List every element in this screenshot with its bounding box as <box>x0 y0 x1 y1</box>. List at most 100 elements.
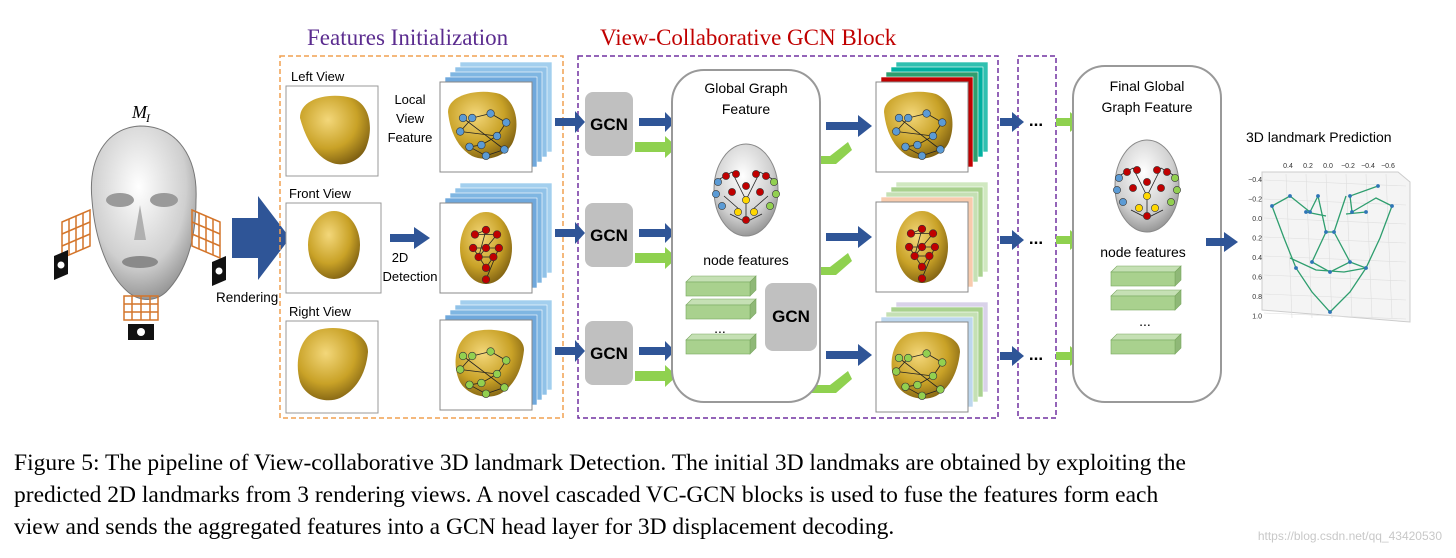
feature-stack-front <box>439 182 553 294</box>
caption-line-3: view and sends the aggregated features i… <box>14 514 895 540</box>
rendering-arrow: Rendering <box>216 196 290 305</box>
output-stack-left <box>875 61 989 173</box>
axis-left-tick: 1.0 <box>1252 314 1262 321</box>
gcn-box-inner: GCN <box>765 283 817 351</box>
plot-landmark-point <box>1328 270 1332 274</box>
section-title-features-init: Features Initialization <box>307 25 509 50</box>
plot-landmark-point <box>1270 204 1274 208</box>
plot-landmark-point <box>1348 194 1352 198</box>
prediction-arrow <box>1206 232 1238 252</box>
axis-left-tick: 0.6 <box>1252 275 1262 282</box>
svg-text:Final Global: Final Global <box>1110 78 1185 94</box>
axis-left-tick: 0.4 <box>1252 255 1262 262</box>
svg-text:Graph Feature: Graph Feature <box>1101 99 1192 115</box>
svg-text:GCN: GCN <box>772 307 810 326</box>
initial-feature-stacks <box>439 61 553 411</box>
plot-landmark-point <box>1324 230 1328 234</box>
rendered-face-right-view <box>285 320 379 414</box>
cascade-ellipsis-3: ... <box>1000 345 1082 366</box>
feature-stack-left <box>439 61 553 173</box>
svg-text:...: ... <box>1029 111 1043 130</box>
axis-left-tick: 0.0 <box>1252 216 1262 223</box>
final-node-feature-slabs <box>1110 265 1182 355</box>
svg-text:Feature: Feature <box>388 130 433 145</box>
svg-text:2D: 2D <box>392 250 409 265</box>
global-graph-face <box>712 143 780 237</box>
cascade-ellipses: ......... <box>1000 111 1082 366</box>
model-label-subscript: I <box>145 111 151 125</box>
plot-landmark-point <box>1310 260 1314 264</box>
caption-line-1: Figure 5: The pipeline of View-collabora… <box>14 450 1186 476</box>
plot-landmark-point <box>1364 210 1368 214</box>
gcn-column: GCN GCN GCN <box>555 92 872 393</box>
plot-landmark-point <box>1376 184 1380 188</box>
detection-2d-arrow <box>390 227 430 249</box>
section-title-vc-gcn: View-Collaborative GCN Block <box>600 25 897 50</box>
axis-left-tick: −0.4 <box>1248 177 1262 184</box>
model-label: M <box>131 102 148 122</box>
axis-left-tick: 0.8 <box>1252 294 1262 301</box>
rendered-face-left-view <box>285 85 379 177</box>
plot-landmark-point <box>1364 266 1368 270</box>
feature-stack-right <box>439 299 553 411</box>
vc-gcn-block-box <box>577 55 999 419</box>
rendered-face-front-view <box>285 202 382 294</box>
pipeline-diagram: M I Rendering Features Initialization <box>54 25 1411 419</box>
plot-landmark-point <box>1304 210 1308 214</box>
axis-top-tick: −0.4 <box>1361 163 1375 170</box>
plot-landmark-point <box>1288 194 1292 198</box>
gcn-box-1: GCN <box>555 92 872 164</box>
svg-text:Detection: Detection <box>383 269 438 284</box>
plot-landmark-point <box>1332 230 1336 234</box>
svg-text:GCN: GCN <box>590 226 628 245</box>
detection-2d-label: 2D Detection <box>383 250 438 284</box>
view-label-front: Front View <box>289 186 352 201</box>
plot-landmark-point <box>1328 310 1332 314</box>
gcn-box-2: GCN <box>555 203 872 275</box>
global-graph-feature-label: Global Graph Feature <box>704 80 787 117</box>
plot-landmark-point <box>1390 204 1394 208</box>
axis-bottom-tick-cluster <box>1244 318 1260 340</box>
svg-text:GCN: GCN <box>590 344 628 363</box>
caption-line-2: predicted 2D landmarks from 3 rendering … <box>14 482 1159 508</box>
axis-top-tick: 0.4 <box>1283 163 1293 170</box>
axis-left-tick: −0.2 <box>1248 197 1262 204</box>
final-node-features-label: node features <box>1100 244 1186 260</box>
axis-top-tick: 0.2 <box>1303 163 1313 170</box>
node-features-label: node features <box>703 252 789 268</box>
camera-icon-left <box>54 250 68 280</box>
svg-text:GCN: GCN <box>590 115 628 134</box>
svg-text:Local: Local <box>394 92 425 107</box>
camera-grid-front <box>123 295 159 321</box>
prediction-title: 3D landmark Prediction <box>1246 129 1392 145</box>
axis-left-tick: 0.2 <box>1252 236 1262 243</box>
cascade-ellipsis-1: ... <box>1000 111 1082 132</box>
output-stack-right <box>875 301 989 413</box>
watermark: https://blog.csdn.net/qq_43420530 <box>1257 529 1442 543</box>
axis-top-tick: −0.6 <box>1381 163 1395 170</box>
output-feature-stacks <box>875 61 989 413</box>
plot-landmark-point <box>1294 266 1298 270</box>
camera-grid-right <box>191 208 221 260</box>
plot-landmark-point <box>1308 210 1312 214</box>
svg-text:Feature: Feature <box>722 101 770 117</box>
camera-icon-front <box>128 324 154 340</box>
view-label-left: Left View <box>291 69 345 84</box>
camera-icon-right <box>212 256 226 286</box>
slabs-ellipsis: ... <box>714 320 726 336</box>
local-view-feature-label: Local View Feature <box>388 92 433 145</box>
final-global-graph-feature-box <box>1072 65 1222 403</box>
svg-text:...: ... <box>1029 229 1043 248</box>
figure-caption: Figure 5: The pipeline of View-collabora… <box>14 447 1446 543</box>
node-feature-slabs <box>685 275 757 355</box>
camera-grid-left <box>61 208 91 260</box>
view-label-right: Right View <box>289 304 352 319</box>
axis-top-tick: −0.2 <box>1341 163 1355 170</box>
final-graph-face <box>1113 139 1181 233</box>
svg-text:Global Graph: Global Graph <box>704 80 787 96</box>
plot-landmark-point <box>1350 210 1354 214</box>
final-slabs-ellipsis: ... <box>1139 313 1151 329</box>
plot-landmark-point <box>1316 194 1320 198</box>
svg-text:View: View <box>396 111 425 126</box>
